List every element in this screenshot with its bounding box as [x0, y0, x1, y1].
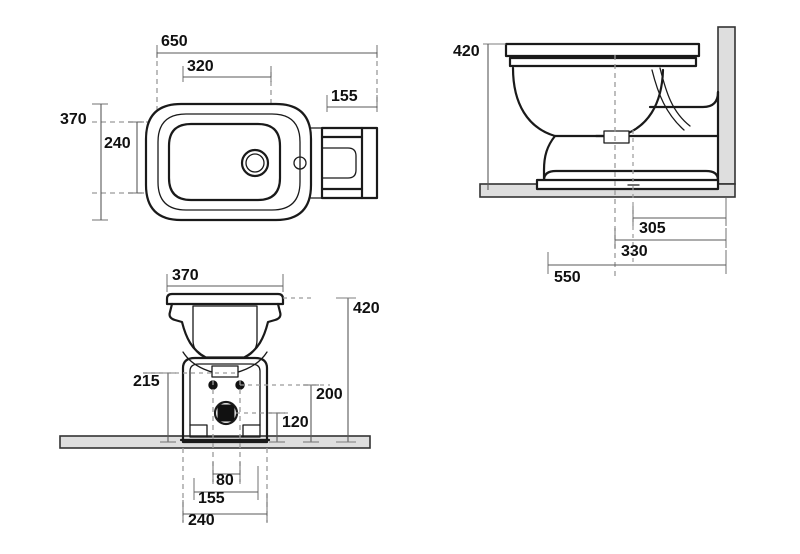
- dimension-215-label: 215: [133, 373, 160, 390]
- dimension-550-label: 550: [554, 269, 581, 286]
- dimension-155-top-label: 155: [331, 88, 358, 105]
- front-view-fixing-bolts: [208, 380, 245, 390]
- dimension-215: 215: [133, 372, 176, 443]
- dimension-330-label: 330: [621, 243, 648, 260]
- dimension-370-front: 370: [166, 267, 284, 292]
- dimension-420-front: 420: [336, 297, 380, 443]
- side-view-rear-curve-inner: [651, 69, 685, 131]
- top-view-group: 650 320 155 370: [60, 33, 379, 222]
- dimension-650-label: 650: [161, 33, 188, 50]
- top-view-fixing-hole: [293, 156, 307, 170]
- dimension-550: 550: [547, 250, 727, 286]
- dimension-120: 120: [269, 412, 309, 443]
- dimension-420-side-label: 420: [453, 43, 480, 60]
- dimension-650: 650: [156, 33, 378, 58]
- dimension-200-label: 200: [316, 386, 343, 403]
- side-view-wall: [717, 26, 736, 185]
- dimension-370-top: 370: [60, 103, 108, 221]
- front-view-waste-outlet: [213, 400, 239, 426]
- dimension-155-front: 155: [193, 466, 259, 507]
- side-view-pedestal-front: [542, 134, 557, 184]
- dimension-420-side: 420: [453, 43, 506, 190]
- top-view-outlet-circle-outer: [240, 148, 270, 178]
- dimension-330: 330: [614, 228, 727, 260]
- dimension-320: 320: [182, 58, 272, 82]
- dimension-240-front: 240: [182, 494, 268, 529]
- dimension-420-front-label: 420: [353, 300, 380, 317]
- front-view-foot-right: [242, 424, 261, 438]
- front-view-bowl-inner: [192, 305, 258, 358]
- side-view-pedestal-base-fillet: [542, 169, 720, 182]
- dimension-305: 305: [632, 198, 727, 237]
- front-view-seat-lid: [165, 292, 285, 306]
- side-view-rear-curve-outer: [659, 67, 691, 127]
- dimension-370-front-label: 370: [172, 267, 199, 284]
- front-view-outlet-spigot: [211, 365, 239, 378]
- top-view-outlet-circle-inner: [245, 153, 265, 173]
- top-view-rear-outlet: [310, 126, 379, 200]
- front-view-pedestal-outer: [181, 356, 269, 444]
- side-view-outlet-spigot: [603, 130, 630, 144]
- top-view-pan-outer: [144, 102, 313, 222]
- top-view-rim-line: [157, 113, 301, 211]
- front-view-foot-left: [189, 424, 208, 438]
- side-view-group: 420 305 330 550: [453, 26, 736, 286]
- dimension-80-label: 80: [216, 472, 234, 489]
- top-view-bowl-opening: [167, 122, 282, 202]
- side-view-bowl-profile: [511, 66, 665, 138]
- front-view-skirt-left: [168, 302, 207, 359]
- side-view-seat-lid: [504, 42, 701, 58]
- dimension-240-front-label: 240: [188, 512, 215, 529]
- dimension-155-top: 155: [326, 88, 378, 112]
- dimension-120-label: 120: [282, 414, 309, 431]
- dimension-240-top-label: 240: [104, 135, 131, 152]
- side-view-seat-ring: [508, 56, 698, 68]
- front-view-skirt-right: [243, 302, 282, 359]
- dimension-155-front-label: 155: [198, 490, 225, 507]
- dimension-370-top-label: 370: [60, 111, 87, 128]
- side-view-base-plinth: [535, 178, 720, 191]
- dimension-305-label: 305: [639, 220, 666, 237]
- dimension-80: 80: [212, 462, 241, 489]
- dimension-240-top: 240: [104, 121, 144, 194]
- dimension-320-label: 320: [187, 58, 214, 75]
- front-view-group: 370 420 200 120: [59, 267, 380, 529]
- front-view-pedestal-inner: [189, 363, 261, 438]
- dimension-200: 200: [303, 384, 343, 443]
